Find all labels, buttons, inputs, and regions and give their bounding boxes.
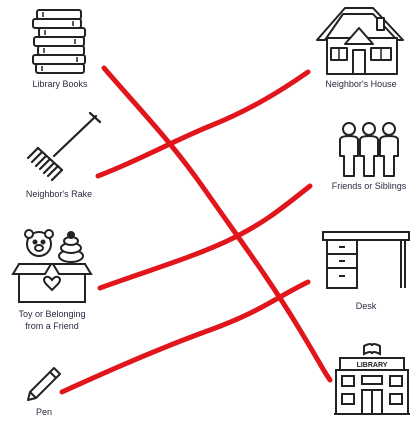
- match-line-pen-to-desk: [59, 279, 311, 395]
- pen-icon: [27, 367, 61, 401]
- left-item-pen: Pen: [14, 366, 74, 418]
- desk-label: Desk: [355, 301, 377, 311]
- right-item-label: Friends or Siblings: [331, 181, 407, 191]
- left-item-label: Library Books: [32, 79, 88, 89]
- left-item-toy: Toy or Belonging from a Friend: [6, 228, 98, 332]
- right-item-label: Neighbor's House: [325, 79, 397, 89]
- left-item-label: Pen: [35, 407, 52, 417]
- match-line-rake-to-house: [95, 69, 311, 179]
- match-line-books-to-library: [101, 65, 333, 383]
- rake-icon: [26, 112, 102, 182]
- toy-box-icon: [11, 229, 93, 303]
- books-icon: [32, 9, 86, 74]
- people-icon: [339, 122, 399, 177]
- right-item-friends-siblings: Friends or Siblings: [320, 120, 418, 192]
- right-item-neighbors-house: Neighbor's House: [310, 4, 412, 90]
- right-item-library: LIBRARY: [330, 340, 414, 418]
- left-item-label: Neighbor's Rake: [25, 189, 93, 199]
- library-sign-label: LIBRARY: [357, 362, 388, 369]
- house-icon: [316, 7, 404, 75]
- left-item-library-books: Library Books: [10, 4, 110, 90]
- desk-icon: [322, 231, 410, 289]
- right-item-desk: Desk: [316, 228, 416, 312]
- match-line-toy-to-friends: [97, 183, 313, 291]
- left-item-neighbors-rake: Neighbor's Rake: [4, 112, 114, 200]
- left-item-label: Toy or Belonging from a Friend: [18, 309, 86, 331]
- library-building-icon: LIBRARY: [334, 343, 410, 415]
